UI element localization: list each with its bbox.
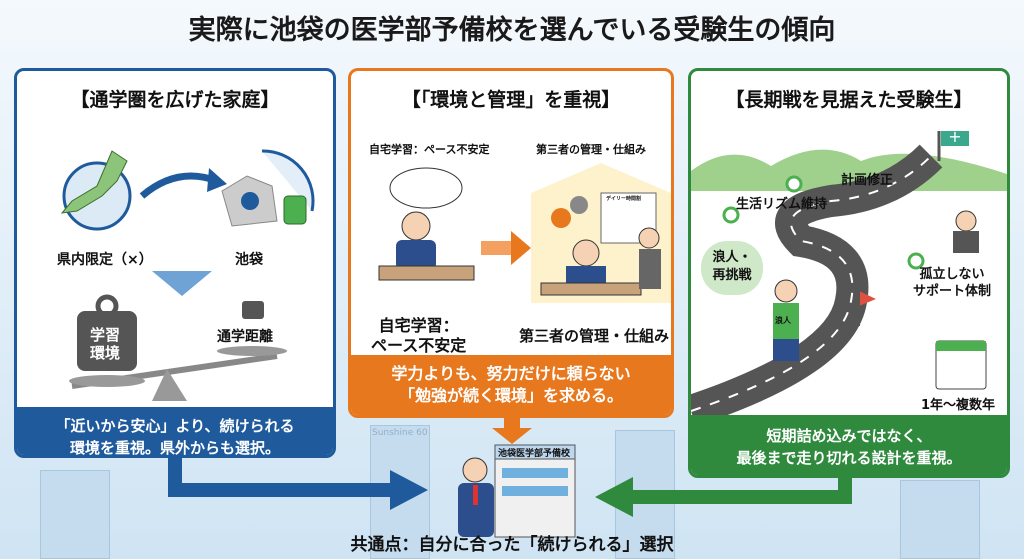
support-label: 孤立しないサポート体制	[913, 266, 991, 300]
home-study-caption: 自宅学習：ペース不安定	[371, 316, 466, 356]
managed-classroom-illustration	[531, 163, 671, 303]
weight-study-environment: 学習環境	[89, 326, 120, 362]
arrow-right-icon	[481, 231, 531, 265]
arrow-from-left-icon	[168, 455, 428, 510]
footer-line: 環境を重視。県外からも選択。	[69, 439, 280, 457]
ronin-bubble: 浪人・再挑戦	[701, 241, 763, 295]
footer-line: 最後まで走り切れる設計を重視。	[736, 449, 962, 467]
background-building	[900, 480, 980, 559]
bib-label: 浪人	[775, 316, 791, 325]
footer-line: 短期詰め込みではなく、	[766, 427, 932, 445]
road-illustration: +	[691, 131, 1007, 421]
summary-caption: 共通点：自分に合った「続けられる」選択	[350, 535, 674, 555]
page-title: 実際に池袋の医学部予備校を選んでいる受験生の傾向	[188, 15, 836, 46]
panel-commute-area: 【通学圏を広げた家庭】 県内限定（×） 池袋 学習環境 通学距離 「近いから安心…	[14, 68, 336, 458]
panel-heading: 【長期戦を見据えた受験生】	[725, 89, 973, 111]
panel-footer: 「近いから安心」より、続けられる環境を重視。県外からも選択。	[17, 407, 333, 455]
support-line: サポート体制	[913, 284, 992, 299]
third-party-label: 第三者の管理・仕組み	[536, 143, 646, 156]
panel-footer: 短期詰め込みではなく、最後まで走り切れる設計を重視。	[691, 415, 1007, 475]
student-home-illustration	[378, 167, 475, 281]
caption-line: 自宅学習：	[378, 316, 459, 335]
schedule-label: デイリー時間割	[606, 196, 642, 202]
years-label: 1年～複数年	[921, 398, 996, 413]
arrow-down-icon	[492, 416, 532, 444]
svg-text:+: +	[948, 131, 961, 146]
prefecture-label: 県内限定（×）	[57, 252, 153, 268]
panel-footer: 学力よりも、努力だけに頼らない「勉強が続く環境」を求める。	[351, 355, 671, 415]
footer-line: 「近いから安心」より、続けられる	[55, 417, 295, 435]
panel-heading: 【通学圏を広げた家庭】	[70, 89, 280, 111]
chevron-down-icon	[152, 271, 212, 296]
japan-map-icon	[60, 150, 132, 231]
caption-line: ペース不安定	[371, 336, 467, 355]
bubble-line: 再挑戦	[712, 268, 752, 283]
ikebukuro-map-icon	[221, 149, 315, 227]
third-party-caption: 第三者の管理・仕組み	[519, 327, 670, 345]
footer-line: 「勉強が続く環境」を求める。	[398, 386, 623, 405]
school-building-illustration	[458, 444, 576, 538]
ikebukuro-label: 池袋	[235, 252, 263, 268]
panel-heading: 【「環境と管理」を重視】	[401, 89, 621, 111]
school-sign: 池袋医学部予備校	[498, 449, 571, 459]
landmark-label: Sunshine 60	[372, 428, 428, 438]
balance-scale-icon	[69, 294, 287, 401]
arrow-from-right-icon	[595, 475, 852, 517]
footer-line: 学力よりも、努力だけに頼らない	[391, 364, 631, 383]
support-line: 孤立しない	[919, 267, 985, 282]
bubble-line: 浪人・	[712, 250, 752, 265]
weight-commute-distance: 通学距離	[217, 329, 273, 345]
life-rhythm-label: 生活リズム維持	[736, 197, 828, 212]
plan-revision-label: 計画修正	[841, 173, 894, 188]
panel-long-term: 【長期戦を見据えた受験生】 + 浪人 計画修正 生活リズム維持 浪人・再挑戦 孤…	[688, 68, 1010, 478]
arrow-to-ikebukuro-icon	[139, 168, 227, 199]
panel-environment-management: 【「環境と管理」を重視】 自宅学習：ペース不安定 第三者の管理・仕組み デイリー…	[348, 68, 674, 418]
home-study-label: 自宅学習：ペース不安定	[369, 143, 490, 156]
